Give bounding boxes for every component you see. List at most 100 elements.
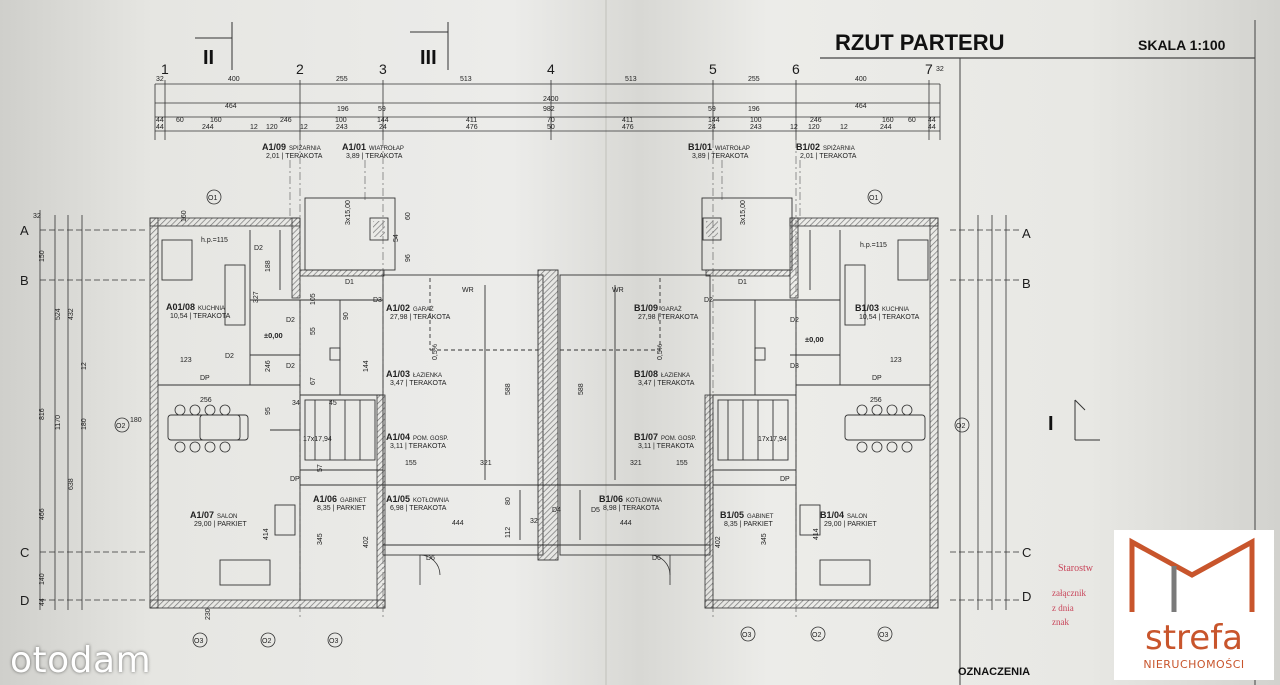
window-tag-o2-b2: O2	[812, 632, 821, 639]
svg-text:44: 44	[39, 598, 46, 606]
svg-text:105: 105	[310, 293, 317, 305]
svg-text:982: 982	[543, 106, 555, 113]
grid-number-6: 6	[792, 61, 800, 77]
svg-text:244: 244	[202, 124, 214, 131]
svg-text:I: I	[1048, 413, 1054, 435]
svg-text:400: 400	[228, 76, 240, 83]
svg-text:155: 155	[405, 460, 417, 467]
svg-text:D3: D3	[790, 363, 799, 370]
room-area-b1-04: 29,00 | PARKIET	[824, 521, 877, 528]
grid-letter-c-right: C	[1022, 545, 1031, 560]
room-area-a1-04: 3,11 | TERAKOTA	[390, 443, 446, 450]
svg-text:50: 50	[547, 124, 555, 131]
level-mark-b: ±0,00	[805, 335, 824, 344]
dimension-row-2: 2400 464 196 59 982 59 196 464	[225, 96, 867, 113]
svg-text:32: 32	[936, 66, 944, 73]
room-area-b1-03: 10,54 | TERAKOTA	[859, 314, 920, 321]
window-tag-o3-b2: O3	[879, 632, 888, 639]
grid-letter-c-left: C	[20, 545, 29, 560]
svg-text:513: 513	[460, 76, 472, 83]
section-mark-iii: III	[410, 22, 449, 70]
grid-letter-a-right: A	[1022, 226, 1031, 241]
svg-text:0,5%: 0,5%	[657, 344, 664, 360]
interior-dimensions: 256 188 327 123 105 90 144 246 34 45 95 …	[130, 210, 902, 620]
room-area-b1-06: 8,98 | TERAKOTA	[603, 505, 660, 512]
level-mark-a: ±0,00	[264, 331, 283, 340]
logo-word: strefa	[1145, 618, 1243, 658]
window-tag-o1-a: O1	[208, 195, 217, 202]
svg-text:246: 246	[265, 360, 272, 372]
svg-text:402: 402	[363, 536, 370, 548]
grid-number-4: 4	[547, 61, 555, 77]
room-area-a1-09: 2,01 | TERAKOTA	[266, 153, 323, 160]
svg-text:816: 816	[39, 408, 46, 420]
svg-text:D2: D2	[790, 317, 799, 324]
grid-axis-letters: A B C D A B C D	[20, 223, 1031, 608]
svg-text:D2: D2	[286, 363, 295, 370]
window-tag-o2-a: O2	[116, 423, 125, 430]
svg-text:256: 256	[200, 397, 212, 404]
dimension-row-1: 32 400 255 513 513 255 400 32	[156, 66, 944, 83]
svg-text:180: 180	[130, 417, 142, 424]
grid-number-3: 3	[379, 61, 387, 77]
svg-text:54: 54	[393, 234, 400, 242]
svg-text:D1: D1	[345, 279, 354, 286]
svg-text:160: 160	[882, 117, 894, 124]
grid-letter-b-right: B	[1022, 276, 1031, 291]
room-area-b1-01: 3,89 | TERAKOTA	[692, 153, 749, 160]
svg-text:327: 327	[253, 291, 260, 303]
stamp-line-4: znak	[1052, 617, 1069, 627]
page-title: RZUT PARTERU	[835, 30, 1004, 55]
svg-text:345: 345	[761, 533, 768, 545]
stairs-spec-a: 17x17,94	[303, 436, 332, 443]
svg-text:123: 123	[180, 357, 192, 364]
room-area-a1-01: 3,89 | TERAKOTA	[346, 153, 403, 160]
svg-text:155: 155	[676, 460, 688, 467]
legend-heading: OZNACZENIA	[958, 666, 1030, 678]
unit-b-walls	[701, 197, 939, 609]
svg-text:D2: D2	[254, 245, 263, 252]
svg-text:44: 44	[156, 117, 164, 124]
svg-text:DP: DP	[290, 476, 300, 483]
svg-text:256: 256	[870, 397, 882, 404]
svg-text:44: 44	[928, 117, 936, 124]
window-tag-o3-a2: O3	[329, 638, 338, 645]
opening-tags: O1 O2 O3 O2 O3 O1 O2 O3 O2 O3	[114, 189, 970, 648]
svg-text:144: 144	[708, 117, 720, 124]
svg-text:80: 80	[505, 497, 512, 505]
svg-text:90: 90	[343, 312, 350, 320]
svg-text:D6: D6	[652, 555, 661, 562]
svg-text:150: 150	[39, 250, 46, 262]
svg-text:321: 321	[480, 460, 492, 467]
svg-text:144: 144	[363, 360, 370, 372]
svg-text:70: 70	[547, 117, 555, 124]
dimension-lines	[154, 80, 941, 140]
room-area-a1-03: 3,47 | TERAKOTA	[390, 380, 447, 387]
room-area-a1-02: 27,98 | TERAKOTA	[390, 314, 451, 321]
room-area-b1-05: 8,35 | PARKIET	[724, 521, 773, 528]
svg-text:12: 12	[790, 124, 798, 131]
svg-text:476: 476	[622, 124, 634, 131]
svg-text:123: 123	[890, 357, 902, 364]
svg-text:D5: D5	[591, 507, 600, 514]
svg-text:24: 24	[379, 124, 387, 131]
room-area-a01-08: 10,54 | TERAKOTA	[170, 313, 231, 320]
svg-text:III: III	[420, 47, 437, 69]
svg-text:588: 588	[578, 383, 585, 395]
window-tag-o1-b: O1	[869, 195, 878, 202]
svg-text:2400: 2400	[543, 96, 559, 103]
logo-subtitle: NIERUCHOMOŚCI	[1143, 658, 1245, 671]
svg-text:60: 60	[176, 117, 184, 124]
grid-letter-d-right: D	[1022, 589, 1031, 604]
unit-b-chairs	[856, 404, 913, 453]
svg-text:402: 402	[715, 536, 722, 548]
